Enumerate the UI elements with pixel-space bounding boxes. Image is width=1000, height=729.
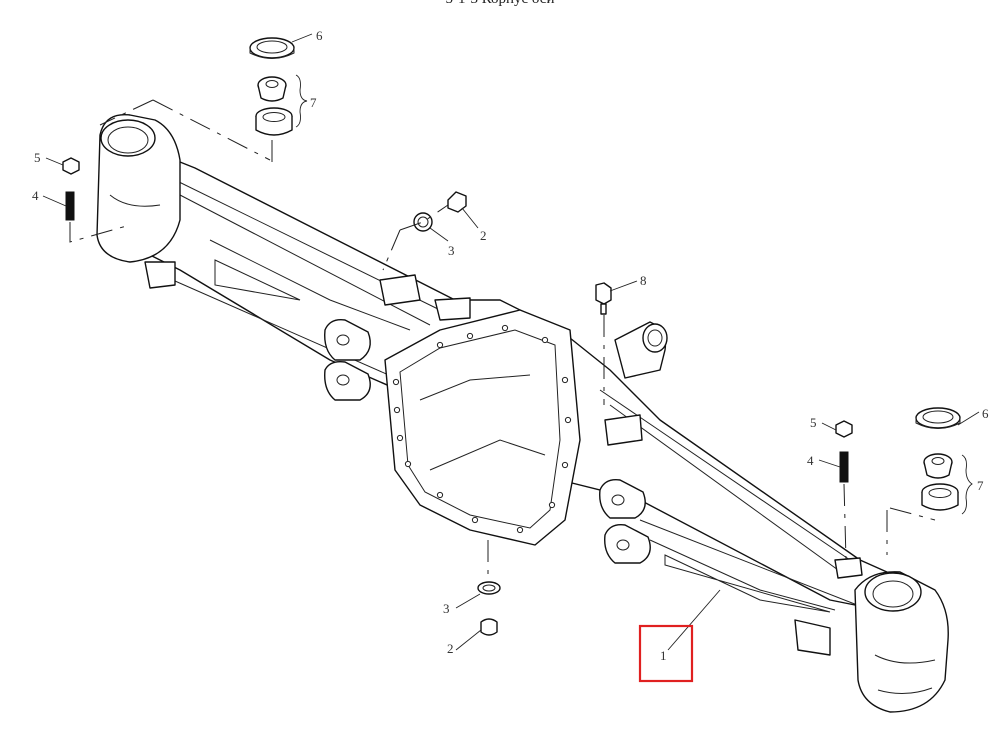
seal-right xyxy=(915,407,961,429)
callout-8: 8 xyxy=(640,273,647,288)
diagram-title: 5-1-3 Корпус оси xyxy=(0,0,1000,8)
callout-4-left: 4 xyxy=(32,188,39,203)
part-1-highlight-box xyxy=(638,624,694,683)
callout-1: 1 xyxy=(660,648,667,663)
callout-4-right: 4 xyxy=(807,453,814,468)
washer-and-plug-top xyxy=(413,191,467,232)
assembly-lines xyxy=(69,99,936,580)
callout-3-bottom: 3 xyxy=(443,601,450,616)
bolt-and-stud-right xyxy=(835,420,853,483)
callout-5-left: 5 xyxy=(34,150,41,165)
bearing-left xyxy=(255,76,293,136)
left-kingpin-boss xyxy=(96,113,181,263)
bearing-right xyxy=(921,453,959,511)
differential-carrier xyxy=(384,309,668,546)
right-kingpin-boss xyxy=(854,571,949,713)
callout-7-right: 7 xyxy=(977,478,984,493)
callout-5-right: 5 xyxy=(810,415,817,430)
mounting-lugs xyxy=(144,261,863,656)
breather-valve xyxy=(595,282,612,315)
bolt-and-stud-left xyxy=(62,157,80,221)
seal-left xyxy=(249,37,295,59)
leader-lines xyxy=(42,33,980,651)
washer-and-plug-bottom xyxy=(477,581,501,636)
callout-7-left: 7 xyxy=(310,95,317,110)
callout-2-bottom: 2 xyxy=(447,641,454,656)
callout-2-top: 2 xyxy=(480,228,487,243)
callout-3-top: 3 xyxy=(448,243,455,258)
callout-labels: 6 7 5 4 3 2 8 5 4 6 7 3 2 1 xyxy=(32,28,989,663)
callout-6-left: 6 xyxy=(316,28,323,43)
callout-6-right: 6 xyxy=(982,406,989,421)
